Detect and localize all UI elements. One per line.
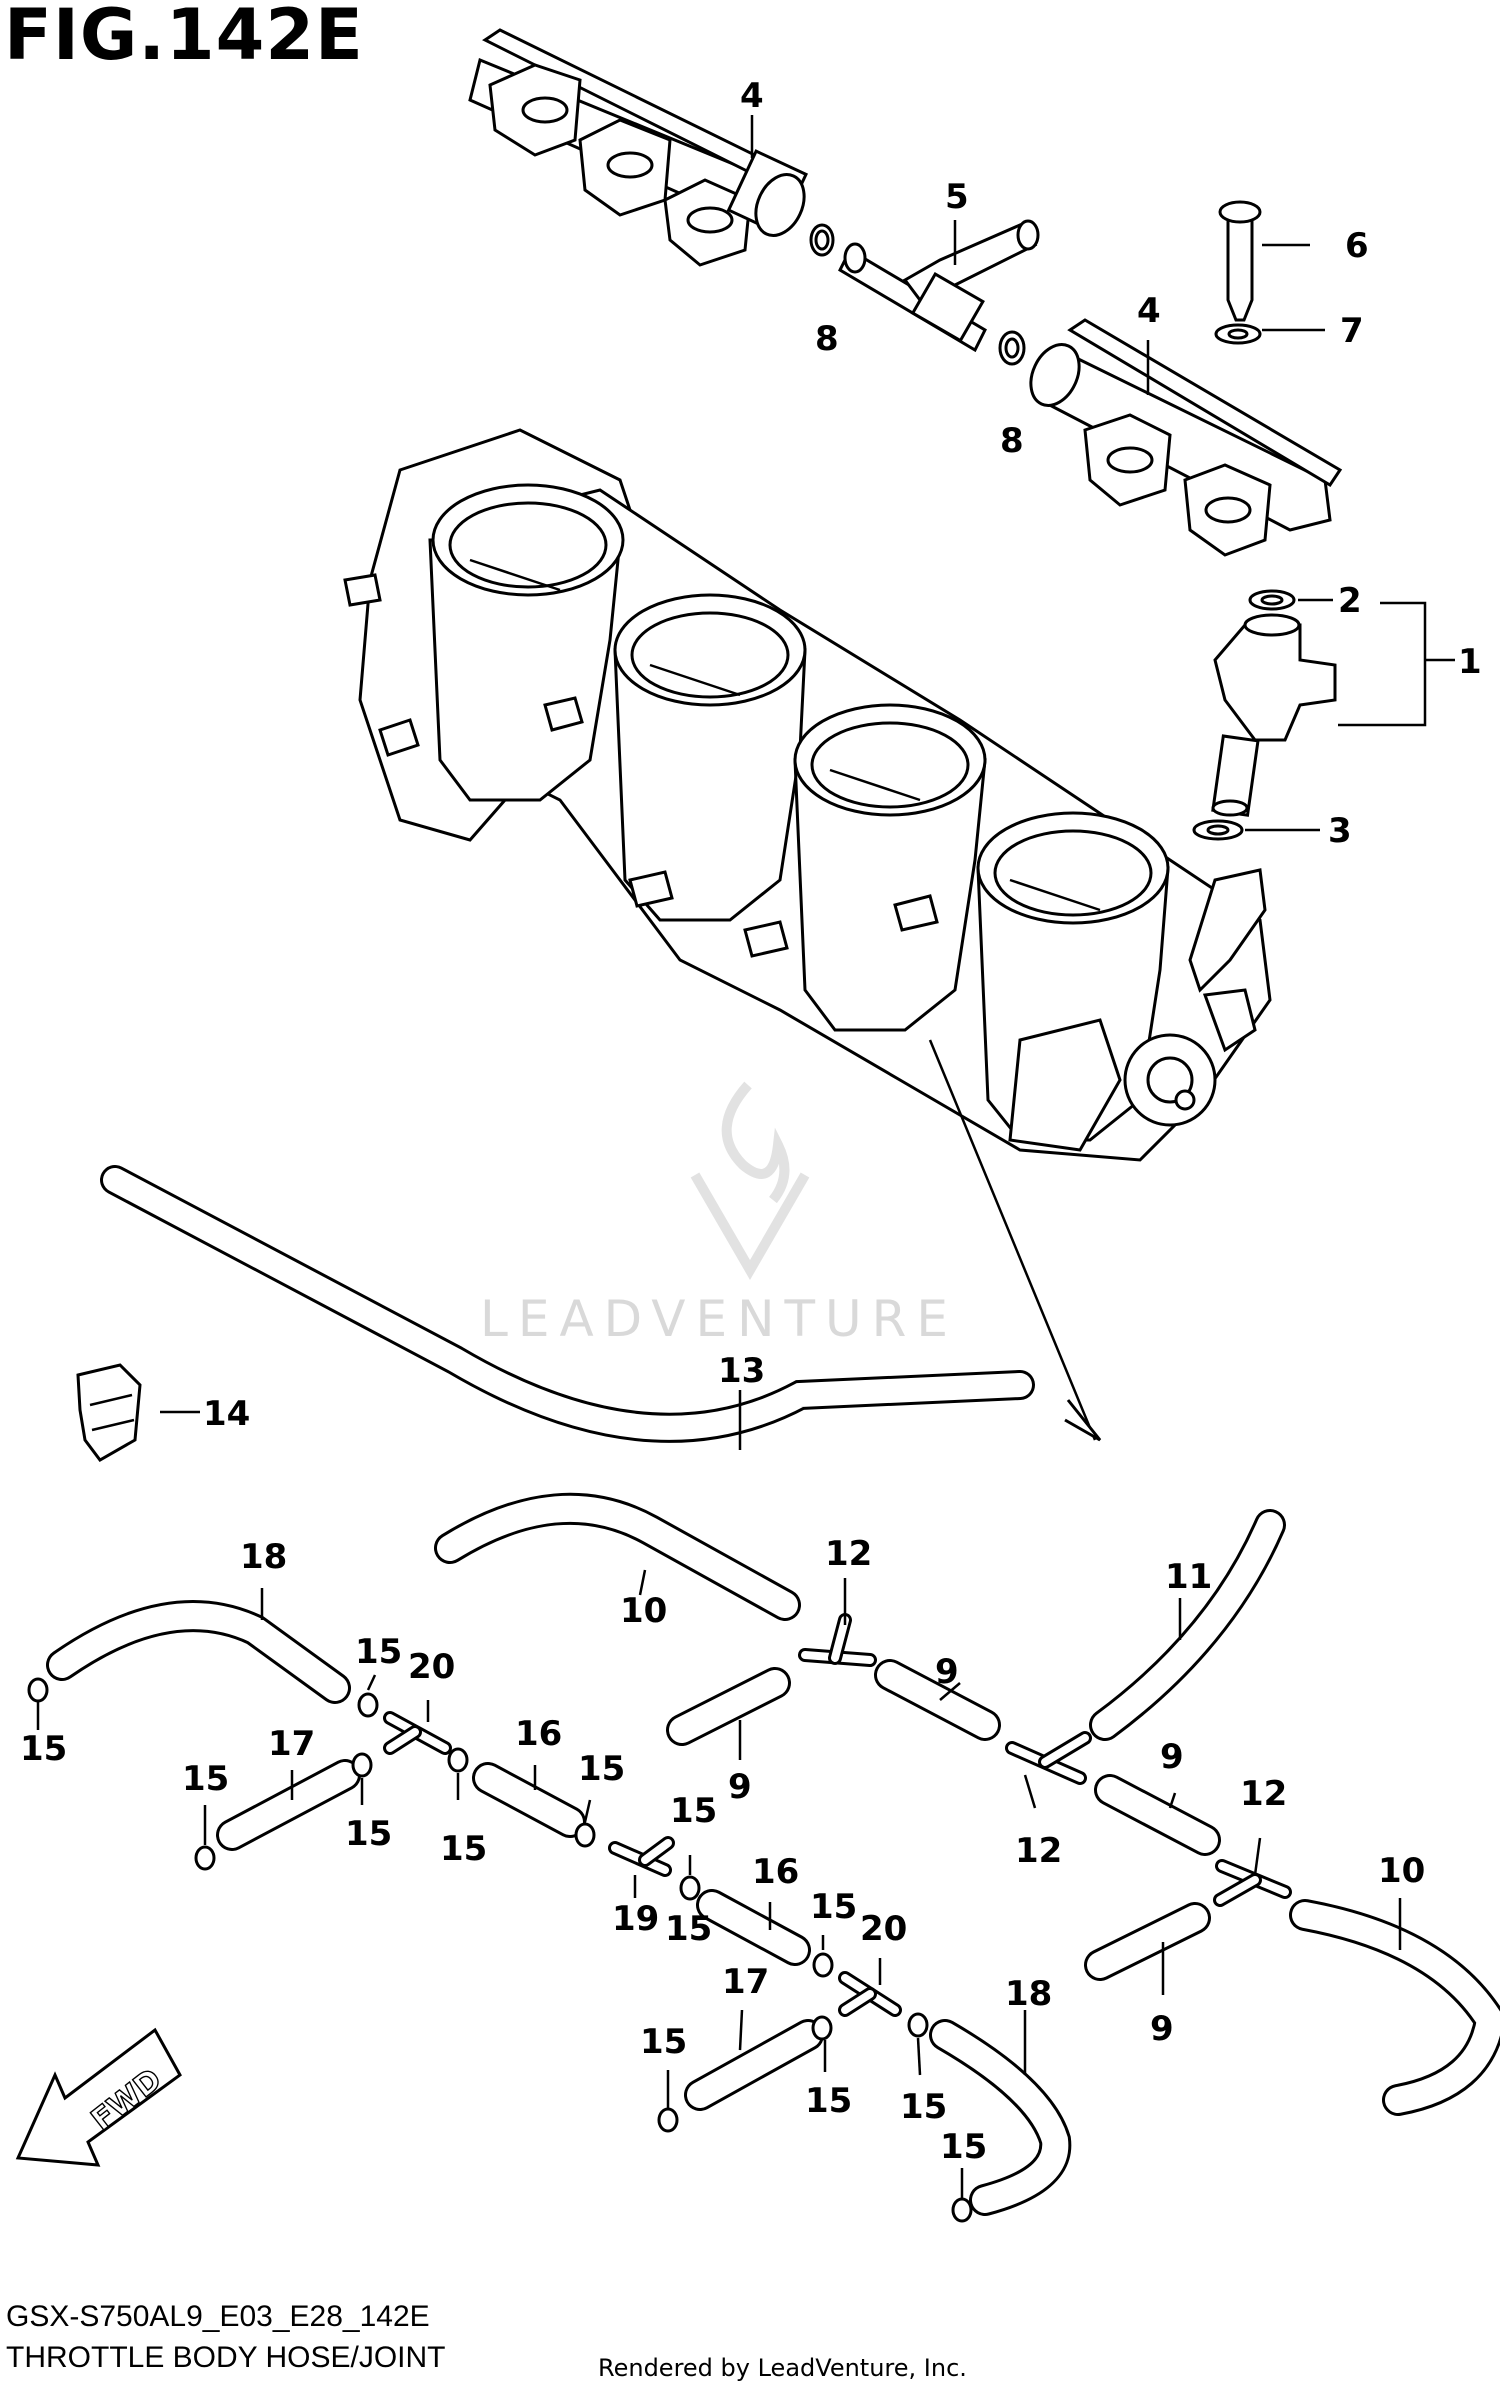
callout-4-upper: 4: [740, 76, 764, 116]
callout-labels: 1 2 3 4 4 5 6 7 8 8 9 9 9 9 10 10 11 12 …: [20, 76, 1482, 2167]
throttle-body-assembly[interactable]: [343, 428, 1272, 1162]
callout-6: 6: [1345, 226, 1369, 266]
callout-11: 11: [1165, 1557, 1212, 1597]
callout-12-a: 12: [825, 1534, 872, 1574]
joint-20-a[interactable]: [383, 1711, 452, 1755]
fuel-delivery-pipe-left[interactable]: [468, 28, 813, 267]
callout-15-a: 15: [20, 1729, 67, 1769]
joint-19[interactable]: [608, 1836, 675, 1877]
hose-clip-15-group[interactable]: [27, 1677, 973, 2223]
hose-9-c[interactable]: [1094, 1774, 1221, 1856]
callout-2: 2: [1338, 581, 1362, 621]
callout-13: 13: [718, 1351, 765, 1391]
hose-17-b[interactable]: [684, 2019, 824, 2111]
view-arrow-line: [928, 1039, 1097, 1441]
callout-17-b: 17: [722, 1962, 769, 2002]
model-name: THROTTLE BODY HOSE/JOINT: [6, 2341, 446, 2374]
callout-10-lower: 10: [1378, 1851, 1425, 1891]
fuel-delivery-pipe-right[interactable]: [1022, 318, 1343, 557]
callout-15-d: 15: [345, 1814, 392, 1854]
callout-15-i: 15: [640, 2022, 687, 2062]
callout-7: 7: [1340, 311, 1364, 351]
callout-15-g: 15: [670, 1791, 717, 1831]
callout-16-a: 16: [515, 1714, 562, 1754]
hose-clamp-14[interactable]: [76, 1363, 142, 1462]
callout-4-right: 4: [1137, 291, 1161, 331]
callout-15-l: 15: [940, 2127, 987, 2167]
callout-16-b: 16: [752, 1852, 799, 1892]
rendered-by-credit: Rendered by LeadVenture, Inc.: [598, 2354, 967, 2382]
callout-15-e: 15: [440, 1829, 487, 1869]
callout-15-j: 15: [805, 2081, 852, 2121]
hose-9-a[interactable]: [666, 1667, 791, 1746]
callout-15-k: 15: [900, 2087, 947, 2127]
callout-8-upper: 8: [815, 319, 839, 359]
callout-18-b: 18: [1005, 1974, 1052, 2014]
hose-16-b[interactable]: [696, 1889, 811, 1966]
callout-15-h: 15: [810, 1887, 857, 1927]
callout-3: 3: [1328, 811, 1352, 851]
hose-9-d[interactable]: [1084, 1902, 1211, 1981]
forward-arrow-icon: FWD: [15, 2027, 182, 2167]
figure-title: FIG.142E: [4, 0, 364, 76]
callout-15-f: 15: [578, 1749, 625, 1789]
callout-20-b: 20: [860, 1909, 907, 1949]
callout-18-a: 18: [240, 1537, 287, 1577]
hose-16-a[interactable]: [472, 1762, 586, 1838]
callout-8-lower: 8: [1000, 421, 1024, 461]
callout-20-a: 20: [408, 1647, 455, 1687]
callout-15-b: 15: [355, 1632, 402, 1672]
callout-9-b: 9: [935, 1652, 959, 1692]
callout-5: 5: [945, 177, 969, 217]
fuel-pipe-joint-5[interactable]: [838, 219, 1040, 353]
callout-1: 1: [1458, 642, 1482, 682]
t-joint-12-a[interactable]: [798, 1613, 877, 1667]
callout-15-m: 15: [665, 1909, 712, 1949]
hose-17-a[interactable]: [216, 1759, 361, 1851]
t-joint-12-c[interactable]: [1213, 1859, 1292, 1907]
callout-12-c: 12: [1240, 1774, 1287, 1814]
fuel-injector-1[interactable]: [1211, 613, 1337, 817]
callout-15-c: 15: [182, 1759, 229, 1799]
model-code: GSX-S750AL9_E03_E28_142E: [6, 2300, 430, 2333]
callout-14: 14: [203, 1394, 250, 1434]
view-arrow-head: [1064, 1399, 1102, 1442]
callout-10-upper: 10: [620, 1591, 667, 1631]
callout-12-b: 12: [1015, 1831, 1062, 1871]
watermark-text: LEADVENTURE: [480, 1290, 958, 1348]
leader-lines: [36, 115, 1455, 2200]
bolt-6[interactable]: [1218, 200, 1262, 322]
callout-9-c: 9: [1160, 1737, 1184, 1777]
callout-17-a: 17: [268, 1724, 315, 1764]
watermark-logo-icon: [690, 1081, 810, 1280]
callout-19: 19: [612, 1899, 659, 1939]
joint-20-b[interactable]: [838, 1971, 902, 2017]
callout-9-a: 9: [728, 1767, 752, 1807]
callout-9-d: 9: [1150, 2009, 1174, 2049]
hose-9-b[interactable]: [874, 1659, 1001, 1741]
t-joint-12-b[interactable]: [1005, 1731, 1092, 1785]
